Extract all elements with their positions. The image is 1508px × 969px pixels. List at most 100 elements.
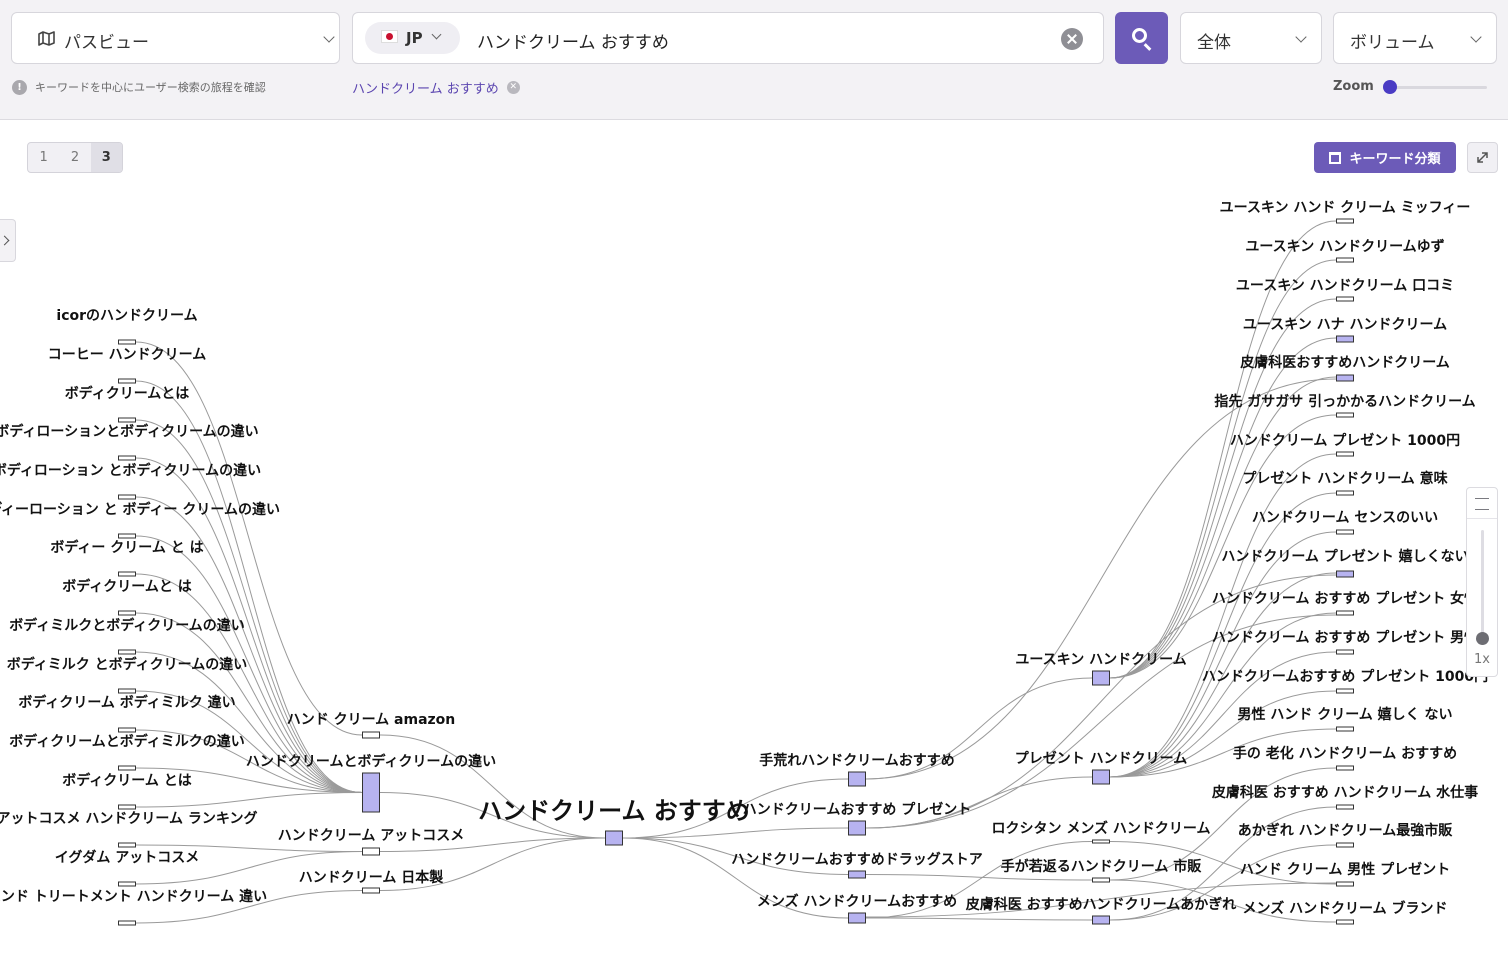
graph-node-label: ユースキン ハンドクリームゆず: [1245, 238, 1444, 255]
metric-label: ボリューム: [1350, 33, 1435, 53]
graph-node[interactable]: [848, 820, 866, 836]
path-graph[interactable]: icorのハンドクリームコーヒー ハンドクリームボディクリームとはボディローショ…: [0, 121, 1508, 969]
vertical-zoom-control[interactable]: 1x: [1466, 487, 1498, 677]
vertical-zoom-value: 1x: [1474, 652, 1490, 667]
graph-node[interactable]: [362, 772, 380, 813]
graph-link: [622, 837, 849, 875]
fullscreen-button[interactable]: [1467, 142, 1498, 173]
graph-link: [135, 851, 363, 885]
graph-node[interactable]: [1092, 915, 1110, 925]
zoom-slider[interactable]: [1389, 86, 1487, 89]
scope-label: 全体: [1197, 33, 1231, 53]
graph-node-label: プレゼント ハンドクリーム 意味: [1242, 470, 1447, 487]
graph-node-label: 手荒れハンドクリームおすすめ: [759, 752, 955, 769]
graph-node[interactable]: [1336, 257, 1354, 263]
graph-node[interactable]: [362, 731, 380, 739]
graph-node[interactable]: [118, 533, 136, 539]
graph-node[interactable]: [1336, 688, 1354, 694]
graph-link: [379, 837, 606, 891]
sidebar-toggle[interactable]: [0, 219, 16, 262]
graph-link: [1109, 298, 1337, 679]
graph-node[interactable]: [362, 887, 380, 894]
graph-node[interactable]: [1336, 570, 1354, 578]
graph-node[interactable]: [118, 727, 136, 733]
fit-height-icon[interactable]: [1475, 498, 1489, 510]
graph-node[interactable]: [118, 649, 136, 655]
search-query-input[interactable]: ハンドクリーム おすすめ: [477, 33, 669, 53]
graph-link: [135, 844, 363, 852]
country-select[interactable]: JP: [365, 22, 460, 54]
graph-node[interactable]: [118, 378, 136, 384]
graph-link: [1109, 259, 1337, 679]
graph-link: [135, 419, 363, 793]
page-button[interactable]: 1: [39, 150, 48, 165]
graph-link: [379, 734, 606, 839]
keyword-chip[interactable]: ハンドクリーム おすすめ ✕: [352, 78, 520, 97]
keyword-search-field[interactable]: JP ハンドクリーム おすすめ: [352, 12, 1104, 64]
graph-node[interactable]: [118, 571, 136, 577]
graph-node-label: メンズ ハンドクリーム ブランド: [1242, 900, 1447, 917]
graph-node[interactable]: [1336, 490, 1354, 496]
graph-node-label: ハンドクリーム アットコスメ: [278, 828, 464, 844]
graph-node[interactable]: [362, 847, 380, 856]
graph-link: [1109, 612, 1337, 778]
graph-node[interactable]: [118, 339, 136, 345]
graph-node[interactable]: [848, 771, 866, 787]
graph-node[interactable]: [1336, 726, 1354, 732]
graph-link: [865, 882, 1337, 918]
graph-node[interactable]: [1336, 374, 1354, 382]
graph-node-label: ボディー クリーム と は: [50, 539, 203, 556]
graph-node[interactable]: [848, 912, 866, 924]
graph-link: [135, 573, 363, 793]
graph-node[interactable]: [118, 455, 136, 461]
graph-node[interactable]: [118, 881, 136, 887]
graph-node[interactable]: [1092, 769, 1110, 785]
page-button[interactable]: 2: [70, 150, 80, 165]
graph-node[interactable]: [118, 688, 136, 694]
graph-node[interactable]: [118, 804, 136, 810]
vertical-zoom-slider[interactable]: [1481, 530, 1484, 638]
graph-node[interactable]: [118, 494, 136, 500]
graph-node[interactable]: [1336, 412, 1354, 418]
graph-node-label: ハンドクリーム おすすめ: [478, 797, 750, 825]
graph-node[interactable]: [118, 610, 136, 616]
graph-node[interactable]: [118, 920, 136, 926]
remove-chip-icon[interactable]: ✕: [506, 81, 520, 94]
graph-node[interactable]: [1336, 451, 1354, 457]
scope-select[interactable]: 全体: [1180, 12, 1322, 64]
keyword-classify-button[interactable]: キーワード分類: [1314, 142, 1456, 173]
graph-node[interactable]: [1336, 335, 1354, 343]
graph-node[interactable]: [1336, 804, 1354, 810]
graph-node[interactable]: [1336, 610, 1354, 616]
graph-node[interactable]: [1092, 839, 1110, 844]
chevron-down-icon: [323, 31, 335, 43]
graph-node[interactable]: [1092, 670, 1110, 686]
graph-node[interactable]: [1336, 649, 1354, 655]
vertical-zoom-handle[interactable]: [1476, 632, 1489, 645]
graph-node[interactable]: [118, 765, 136, 771]
graph-node[interactable]: [1336, 881, 1354, 887]
graph-node-label: 手が若返るハンドクリーム 市販: [1001, 858, 1202, 875]
metric-select[interactable]: ボリューム: [1333, 12, 1497, 64]
graph-node[interactable]: [1336, 919, 1354, 925]
page-button[interactable]: 3: [90, 143, 122, 172]
graph-link: [865, 874, 1093, 881]
graph-node[interactable]: [1092, 877, 1110, 883]
graph-link: [135, 767, 363, 793]
graph-node-label: ボディミルクとボディクリームの違い: [9, 617, 245, 634]
graph-node[interactable]: [605, 830, 623, 846]
graph-node[interactable]: [1336, 842, 1354, 848]
graph-node-label: ハンドクリーム おすすめ プレゼント 女性: [1212, 590, 1478, 607]
graph-node[interactable]: [118, 417, 136, 423]
graph-node[interactable]: [848, 870, 866, 879]
graph-node[interactable]: [1336, 529, 1354, 535]
clear-search-icon[interactable]: [1061, 28, 1083, 50]
graph-node[interactable]: [1336, 765, 1354, 771]
graph-node[interactable]: [1336, 218, 1354, 224]
graph-node[interactable]: [1336, 296, 1354, 302]
graph-node[interactable]: [118, 842, 136, 848]
zoom-slider-handle[interactable]: [1383, 80, 1397, 94]
view-mode-select[interactable]: パスビュー: [11, 12, 340, 64]
search-button[interactable]: [1115, 12, 1168, 64]
